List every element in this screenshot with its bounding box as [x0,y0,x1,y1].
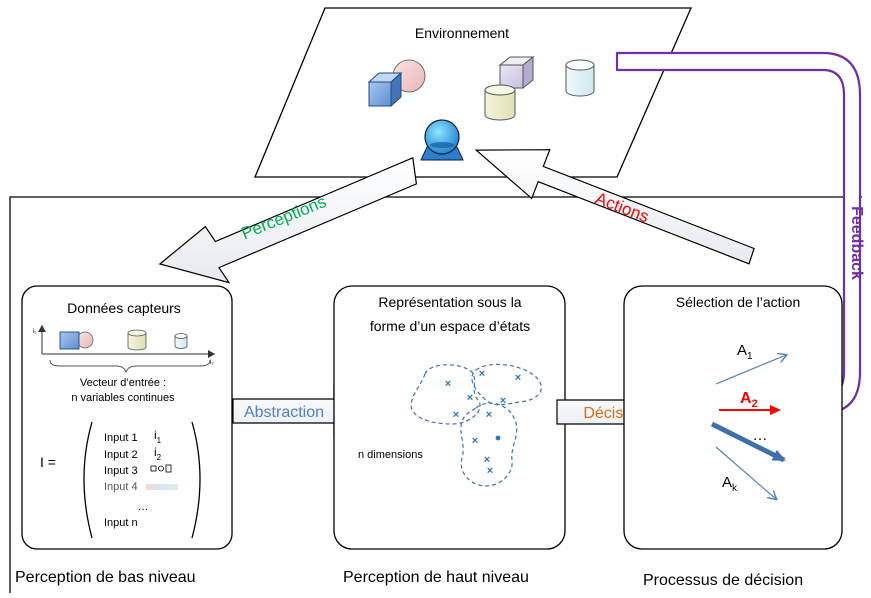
vector-brace [49,359,211,374]
high-level-caption: Perception de haut niveau [343,569,529,586]
left-paren [83,421,93,539]
state-region-1 [410,364,481,425]
state-space-blob [410,363,542,487]
low-level-panel: Données capteurs i₁ i₂ Vecteur d’entrée … [21,285,233,550]
state-region-2 [471,363,542,406]
input-4-strip [146,484,178,490]
equation-lhs: I = [40,454,56,470]
action-ellipsis: … [753,427,768,444]
high-level-panel: Représentation sous la forme d’un espace… [333,285,566,550]
axis-y-label: i₁ [33,329,36,335]
state-point: × [500,395,506,407]
low-level-caption: Perception de bas niveau [15,569,196,586]
ice-cylinder [565,59,595,97]
input-1: Input 1 [104,432,138,444]
state-point: × [515,372,521,384]
lavender-cube [498,55,535,90]
state-space-title-line1: Représentation sous la [378,294,521,310]
state-point-dot [495,435,501,441]
action-a1-arrow [715,355,786,385]
action-selection-title: Sélection de l’action [676,294,801,310]
state-region-3 [460,402,518,487]
vector-label-line1: Vecteur d’entrée : [80,377,166,389]
input-3-glyphs [150,464,172,473]
decision-box [623,285,843,550]
state-point: × [479,368,485,380]
actions-label: Actions [593,189,652,227]
state-points: × × × × × × × × × × [445,368,521,477]
cream-cylinder [484,84,516,121]
input-ellipsis: … [138,501,149,513]
input-2-symbol: i2 [154,445,162,462]
state-point: × [472,435,478,447]
low-level-box [21,285,233,550]
vector-label-line2: n variables continues [71,392,175,404]
input-4: Input 4 [104,481,138,493]
environment-plane [254,7,692,178]
action-a1-label: A1 [737,342,753,362]
sensor-objects [59,329,188,351]
blue-cube [367,71,403,108]
decision-panel: Sélection de l’action A1 A2 … Ak [623,285,843,550]
decision-caption: Processus de décision [643,572,803,589]
action-ak-label: Ak [722,474,738,494]
state-point: × [486,409,492,421]
feedback-label: Feedback [848,206,865,280]
input-n: Input n [104,517,138,529]
input-1-symbol: i1 [154,428,162,445]
environment-objects [367,55,595,161]
input-3: Input 3 [104,465,138,477]
right-paren [191,421,201,539]
action-best-arrow [710,421,786,463]
action-ak-arrow [715,446,776,499]
state-point: × [445,378,451,390]
state-space-title-line2: forme d’un espace d’états [370,318,530,334]
state-point: × [467,392,473,404]
state-point: × [453,409,459,421]
axis-x-label: i₂ [210,360,214,366]
n-dimensions-label: n dimensions [358,449,423,461]
action-a2-label: A2 [740,390,758,410]
abstraction-label: Abstraction [244,404,324,421]
state-point: × [484,454,490,466]
state-point: × [487,465,493,477]
input-2: Input 2 [104,449,138,461]
sensor-data-title: Données capteurs [67,300,181,316]
environment-label: Environnement [415,25,509,41]
robot-agent-icon [420,119,464,161]
